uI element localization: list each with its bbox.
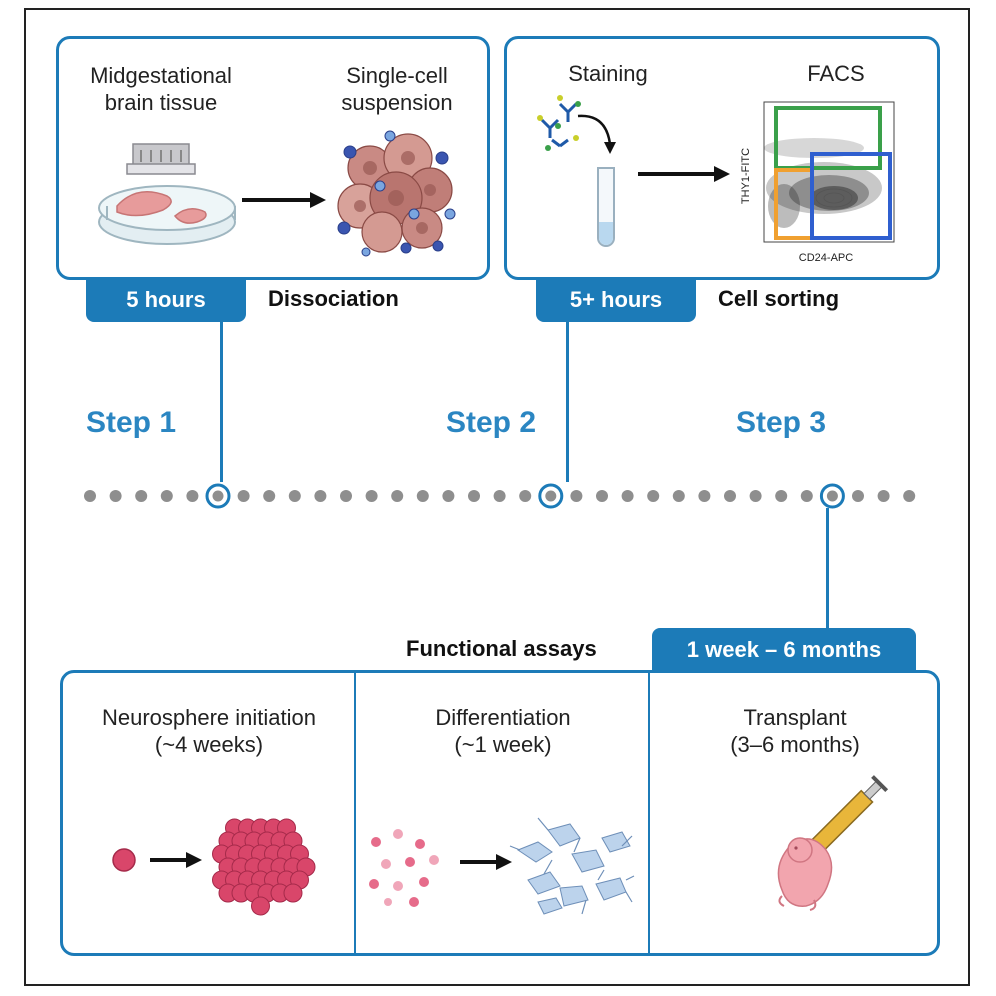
facs-plot [763,101,895,243]
timeline-dot [775,490,788,502]
step1-label: Step 1 [86,406,177,439]
timeline-dot [749,490,762,502]
step1-connector [220,320,223,482]
step3-connector [826,508,829,628]
neurosphere-cell [251,896,270,916]
dispersed-cells-icon [369,829,439,907]
timeline-dot [135,490,148,502]
timeline-dot [237,490,250,502]
timeline-dot [672,490,685,502]
cell-cluster-icon [337,130,456,257]
timeline-dot [621,490,634,502]
staining-label: Staining [568,61,648,86]
arrow-icon [460,854,512,870]
timeline-dot [416,490,429,502]
timeline-dot [724,490,736,502]
arrow-icon [242,192,326,208]
timeline-dot [186,490,199,502]
timeline-dot [84,490,96,502]
arrow-icon [150,852,202,868]
test-tube-icon [597,167,615,247]
curved-arrow-icon [577,114,616,154]
neurosphere-cell [283,883,303,903]
step2-label: Step 2 [446,406,537,439]
timeline-dot [877,490,890,502]
assay-divider [354,672,356,954]
timeline-dot [109,490,122,502]
timeline-dot [647,490,660,502]
timeline-dot [314,490,327,502]
step3-label: Step 3 [736,406,827,439]
neurosphere-label: Neurosphere initiation(~4 weeks) [101,705,317,757]
timeline-dot [340,490,352,502]
mouse-pup-syringe-icon [777,775,889,911]
timeline-dot [288,490,301,502]
antibody-icon [537,95,581,151]
timeline-dot [493,490,506,502]
timeline-dot [391,490,404,502]
timeline-dots [84,483,916,509]
timeline-dot [212,490,224,502]
timeline-dot [365,490,378,502]
step1-name: Dissociation [268,286,399,311]
timeline-dot [468,490,480,502]
step2-connector [566,320,569,482]
petri-dish-icon [98,143,236,245]
timeline-dot [903,490,916,502]
transplant-label: Transplant(3–6 months) [730,705,860,757]
timeline-dot [545,490,557,502]
timeline-dot [698,490,711,502]
neurosphere-icon [212,818,316,916]
timeline-dot [570,490,583,502]
assay-divider [648,672,650,954]
step2-name: Cell sorting [718,286,840,311]
facs-label: FACS [807,61,865,86]
timeline-dot [852,490,864,502]
assays-panel [60,670,940,956]
timeline-dot [800,490,813,502]
arrow-icon [638,166,730,182]
timeline-dot [160,490,173,502]
step3-time-tab: 1 week – 6 months [652,628,916,672]
timeline-dot [826,490,838,502]
step2-time-tab: 5+ hours [536,278,696,322]
assays-heading: Functional assays [406,636,597,661]
timeline-dot [263,490,276,502]
single-cell-icon [112,848,136,872]
facs-y-axis-label: THY1-FITC [740,147,752,205]
figure-frame [24,8,970,986]
timeline-dot [442,490,455,502]
timeline-dot [519,490,532,502]
differentiation-label: Differentiation(~1 week) [435,705,571,757]
differentiated-cells-icon [509,817,635,915]
step1-time-tab: 5 hours [86,278,246,322]
facs-x-axis-label: CD24-APC [798,252,854,264]
timeline-dot [596,490,608,502]
